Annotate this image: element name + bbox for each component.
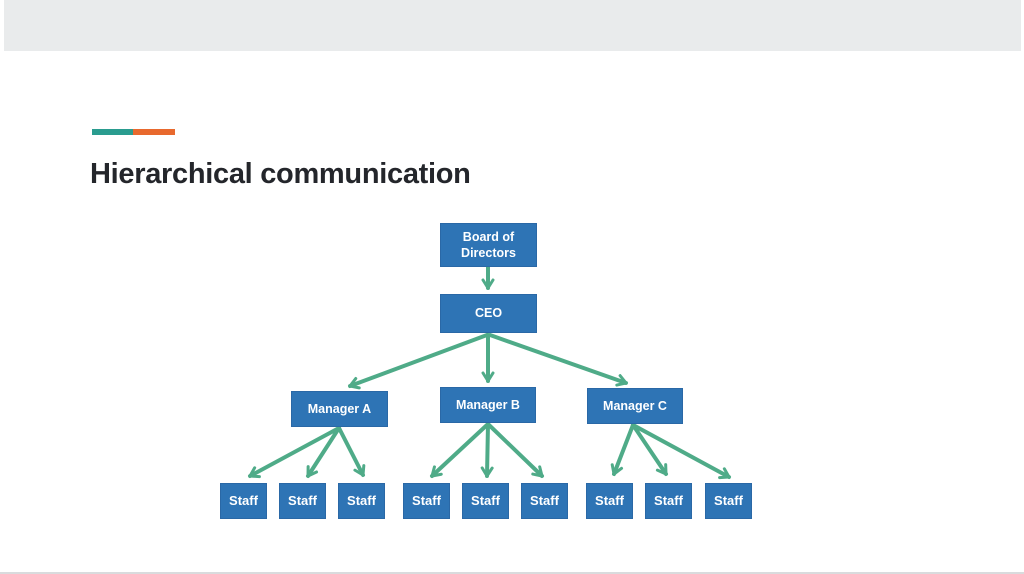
- slide-top-band: [4, 0, 1021, 51]
- arrow-manager-c-to-staff-9: [631, 423, 731, 480]
- node-label: Staff: [471, 492, 500, 508]
- node-label: Manager A: [307, 401, 372, 416]
- node-staff-2: Staff: [279, 483, 326, 519]
- node-label-line: Directors: [461, 246, 516, 260]
- node-label: Staff: [530, 492, 559, 508]
- node-label: Staff: [412, 492, 441, 508]
- node-label: Manager C: [603, 398, 667, 413]
- arrow-manager-a-to-staff-1: [248, 426, 341, 479]
- node-staff-1: Staff: [220, 483, 267, 519]
- node-label: Manager B: [456, 397, 520, 412]
- node-manager-b: Manager B: [440, 387, 536, 423]
- accent-teal-segment: [92, 129, 133, 135]
- node-board-of-directors: Board of Directors: [440, 223, 537, 267]
- arrow-manager-b-to-staff-4: [430, 422, 490, 478]
- node-label: Staff: [229, 492, 258, 508]
- accent-bar: [92, 129, 175, 135]
- node-staff-8: Staff: [645, 483, 692, 519]
- node-label: Staff: [288, 492, 317, 508]
- node-label: Staff: [654, 492, 683, 508]
- accent-orange-segment: [133, 129, 175, 135]
- node-staff-4: Staff: [403, 483, 450, 519]
- arrow-manager-c-to-staff-7: [610, 423, 635, 476]
- node-staff-6: Staff: [521, 483, 568, 519]
- arrow-manager-b-to-staff-6: [486, 422, 544, 478]
- arrow-ceo-to-manager-c: [488, 333, 628, 387]
- node-manager-a: Manager A: [291, 391, 388, 427]
- arrow-manager-c-to-staff-8: [631, 423, 668, 476]
- slide-bottom-rule: [0, 572, 1024, 574]
- arrow-manager-b-to-staff-5: [480, 422, 494, 478]
- arrow-manager-a-to-staff-3: [337, 426, 366, 477]
- node-ceo: CEO: [440, 294, 537, 333]
- node-label-line: Board of: [462, 229, 515, 244]
- node-label: Staff: [347, 492, 376, 508]
- arrow-manager-a-to-staff-2: [306, 426, 341, 478]
- node-label: CEO: [474, 306, 503, 321]
- node-staff-5: Staff: [462, 483, 509, 519]
- node-staff-3: Staff: [338, 483, 385, 519]
- node-staff-7: Staff: [586, 483, 633, 519]
- node-label: Staff: [595, 492, 624, 508]
- node-staff-9: Staff: [705, 483, 752, 519]
- node-label: Staff: [714, 492, 743, 508]
- arrow-ceo-to-manager-a: [348, 333, 489, 390]
- slide-title: Hierarchical communication: [90, 158, 471, 190]
- node-manager-c: Manager C: [587, 388, 683, 424]
